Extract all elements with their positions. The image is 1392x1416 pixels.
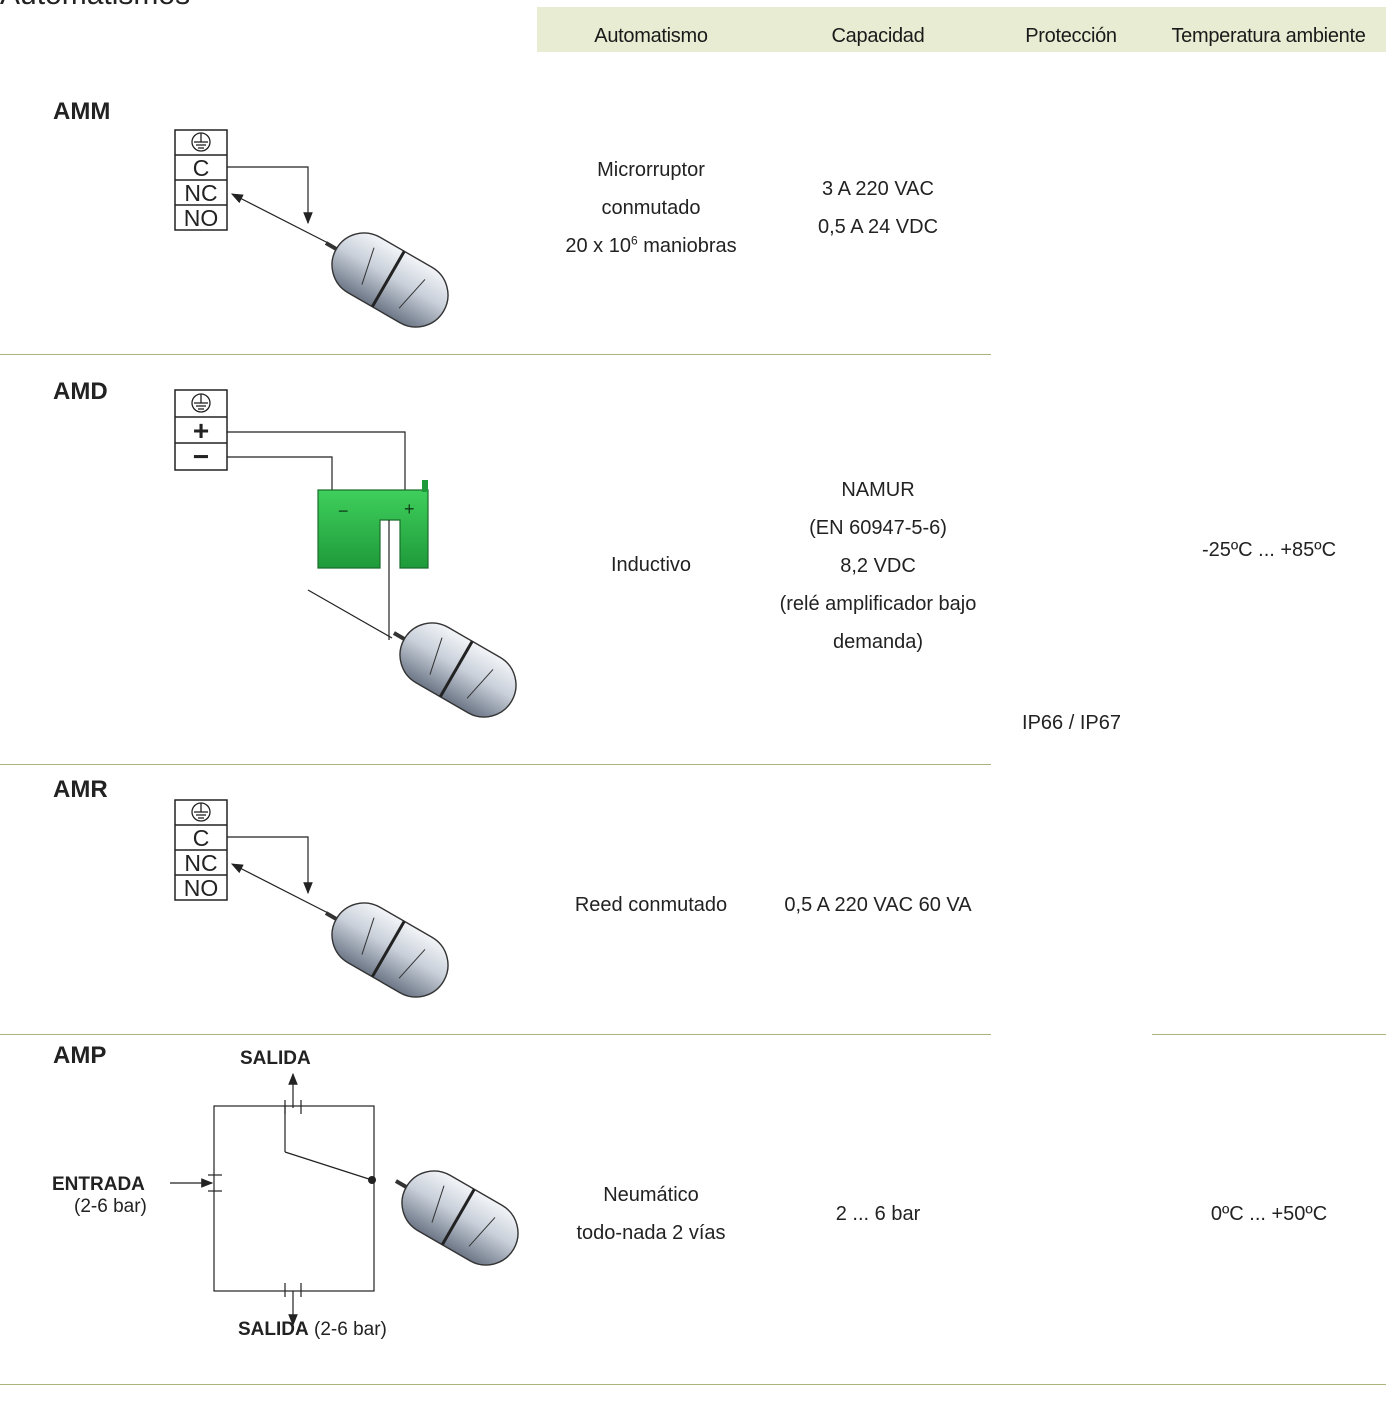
float-icon — [324, 232, 449, 328]
terminal-minus: − — [193, 441, 209, 472]
amm-maniobras: 20 x 106 maniobras — [565, 233, 737, 257]
entrada-range: (2-6 bar) — [74, 1196, 147, 1217]
amd-capacidad: NAMUR (EN 60947-5-6) 8,2 VDC (relé ampli… — [779, 479, 977, 653]
row-label-amp: AMP — [53, 1042, 107, 1069]
amr-automatismo: Reed conmutado — [574, 894, 728, 916]
amr-capacidad: 0,5 A 220 VAC 60 VA — [784, 894, 972, 916]
header-capacidad: Capacidad — [831, 25, 925, 47]
entrada-label: ENTRADA — [52, 1174, 145, 1195]
row-separator — [1152, 1034, 1386, 1035]
amm-capacidad: 3 A 220 VAC 0,5 A 24 VDC — [817, 178, 939, 238]
temperatura-common: -25ºC ... +85ºC — [1201, 539, 1337, 561]
amp-pneumatic-diagram: SALIDA ENTRADA (2-6 bar) SALIDA (2-6 bar… — [52, 1048, 519, 1340]
amp-temperatura: 0ºC ... +50ºC — [1210, 1203, 1328, 1225]
row-label-amm: AMM — [53, 98, 111, 125]
terminal-no: NO — [184, 205, 219, 231]
float-icon — [394, 1170, 519, 1266]
amd-wiring-diagram: + − − + — [174, 389, 517, 718]
float-icon — [392, 622, 517, 718]
terminal-c: C — [193, 825, 210, 851]
terminal-nc: NC — [184, 850, 217, 876]
ground-icon — [191, 802, 211, 822]
proteccion-common: IP66 / IP67 — [1022, 712, 1121, 734]
ground-icon — [191, 393, 211, 413]
row-separator — [0, 1034, 991, 1035]
row-separator — [0, 1384, 1386, 1385]
page-title: Automatismos — [0, 0, 190, 12]
table-header: Automatismo Capacidad Protección Tempera… — [537, 7, 1386, 52]
inductive-sensor: − + — [317, 480, 429, 569]
terminal-nc: NC — [184, 180, 217, 206]
terminal-no: NO — [184, 875, 219, 901]
header-temperatura: Temperatura ambiente — [1171, 25, 1366, 47]
salida-top-label: SALIDA — [240, 1048, 311, 1069]
row-separator — [0, 354, 991, 355]
amm-wiring-diagram: C NC NO — [174, 129, 449, 328]
terminal-plus: + — [193, 415, 209, 446]
float-icon — [324, 902, 449, 998]
row-label-amd: AMD — [53, 378, 108, 405]
row-label-amr: AMR — [53, 776, 108, 803]
terminal-c: C — [193, 155, 210, 181]
header-proteccion: Protección — [1025, 25, 1117, 47]
amr-wiring-diagram: C NC NO — [174, 799, 449, 998]
sensor-plus-mark: + — [404, 499, 415, 519]
amm-automatismo: Microrruptor conmutado 20 x 106 maniobra… — [537, 151, 765, 265]
amp-capacidad: 2 ... 6 bar — [835, 1203, 921, 1225]
ground-icon — [191, 132, 211, 152]
header-automatismo: Automatismo — [594, 25, 708, 47]
amd-automatismo: Inductivo — [610, 554, 692, 576]
row-separator — [0, 764, 991, 765]
salida-bottom-label: SALIDA (2-6 bar) — [238, 1319, 387, 1340]
sensor-minus-mark: − — [338, 501, 349, 521]
amp-automatismo: Neumático todo-nada 2 vías — [576, 1184, 726, 1244]
